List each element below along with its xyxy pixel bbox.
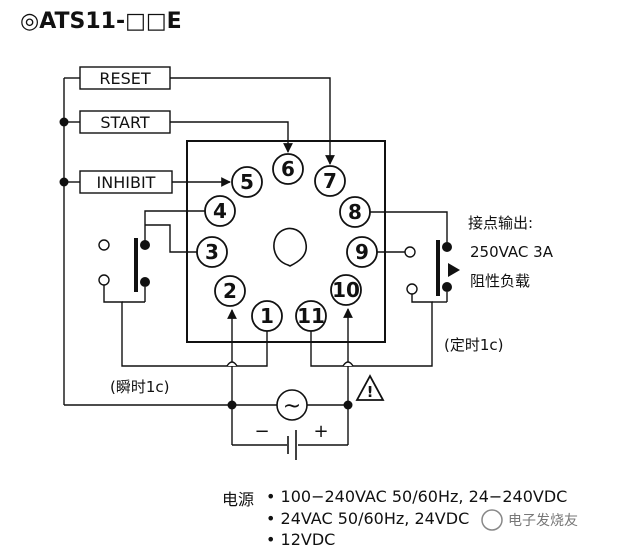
instant-contact-return — [103, 285, 268, 367]
timed-contact-dot — [442, 282, 452, 292]
start-label: START — [100, 113, 150, 132]
contact-load-type: 阻性负载 — [470, 272, 530, 290]
timed-no-terminal — [406, 283, 418, 295]
dc-plus-label: + — [313, 421, 328, 442]
timed-contact-return — [310, 294, 433, 367]
reset-label: RESET — [99, 69, 150, 88]
socket-key — [273, 227, 308, 267]
pin-8: 8 — [339, 196, 371, 228]
socket-frame — [186, 140, 386, 343]
supply-label: 电源 — [222, 490, 254, 509]
ac-wave-icon: ~ — [283, 394, 301, 419]
svg-text:8: 8 — [348, 200, 362, 224]
supply-option-1: • 100−240VAC 50/60Hz, 24−240VDC — [266, 487, 567, 506]
instant-contact-common — [140, 240, 150, 250]
svg-text:4: 4 — [213, 199, 227, 223]
warning-icon — [355, 374, 385, 401]
watermark-logo: 电子发烧友 — [481, 509, 578, 531]
pin-11: 11 — [295, 300, 327, 332]
instant-nc-terminal — [98, 239, 110, 251]
diagram-title: ◎ATS11-□□E — [20, 9, 182, 34]
pin-2: 2 — [214, 275, 246, 307]
timed-contact-label: (定时1c) — [444, 336, 504, 354]
dc-minus-label: − — [254, 421, 269, 442]
instant-contact-label: (瞬时1c) — [110, 378, 170, 396]
pin-5: 5 — [231, 166, 263, 198]
svg-text:7: 7 — [323, 169, 337, 193]
ac-source-symbol — [276, 389, 308, 421]
pin-3: 3 — [196, 236, 228, 268]
instant-contact-wire-3 — [145, 224, 197, 253]
timed-delay-marker — [448, 263, 460, 277]
start-wire — [170, 121, 293, 153]
pin-4: 4 — [204, 195, 236, 227]
svg-text:3: 3 — [205, 240, 219, 264]
instant-contact-wire-4 — [144, 210, 205, 245]
pin-1: 1 — [251, 300, 283, 332]
pin-6: 6 — [272, 153, 304, 185]
svg-text:!: ! — [367, 383, 374, 401]
svg-text:11: 11 — [297, 304, 325, 328]
svg-text:6: 6 — [281, 157, 295, 181]
svg-text:10: 10 — [332, 278, 360, 302]
svg-text:1: 1 — [260, 304, 274, 328]
timed-contact-common — [442, 242, 452, 252]
reset-wire — [170, 77, 335, 165]
inhibit-label: INHIBIT — [97, 173, 156, 192]
svg-text:9: 9 — [355, 240, 369, 264]
supply-option-3: • 12VDC — [266, 530, 335, 549]
svg-text:电子发烧友: 电子发烧友 — [508, 513, 578, 529]
instant-contact-dot — [140, 277, 150, 287]
pin-9: 9 — [346, 236, 378, 268]
supply-option-2: • 24VAC 50/60Hz, 24VDC — [266, 509, 469, 528]
contact-output-header: 接点输出: — [468, 214, 533, 232]
svg-text:5: 5 — [240, 170, 254, 194]
svg-text:2: 2 — [223, 279, 237, 303]
instant-no-terminal — [98, 274, 110, 286]
timed-contact-wire-8 — [370, 211, 448, 247]
timed-nc-terminal — [404, 246, 416, 258]
pin-10: 10 — [330, 274, 362, 306]
contact-rating: 250VAC 3A — [470, 243, 554, 261]
pin-7: 7 — [314, 165, 346, 197]
